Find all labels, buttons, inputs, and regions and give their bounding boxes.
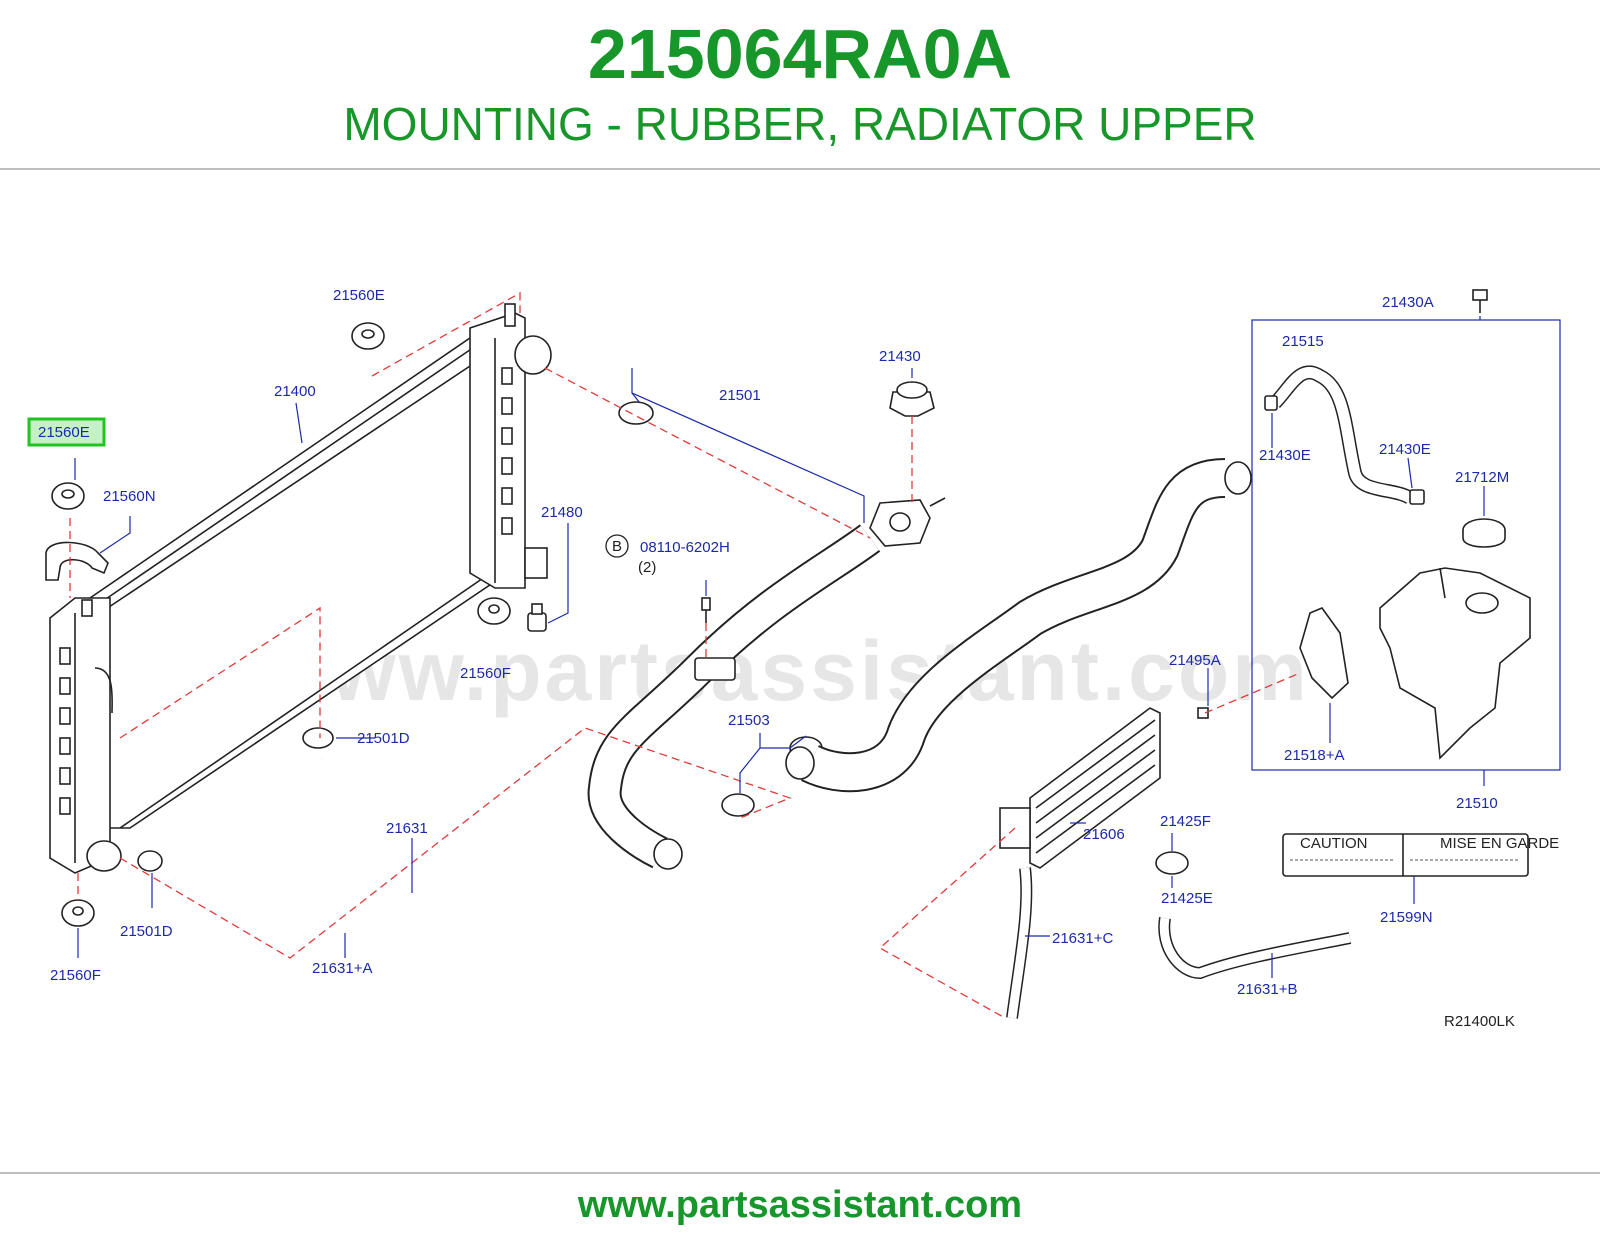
parts-diagram: www.partsassistant.com xyxy=(0,268,1600,1068)
label-21560N[interactable]: 21560N xyxy=(103,488,156,505)
part-number-title: 215064RA0A xyxy=(587,15,1013,93)
label-21495A[interactable]: 21495A xyxy=(1169,652,1221,669)
reservoir-cap-21712M xyxy=(1462,518,1506,548)
connection-lines xyxy=(69,291,1301,1019)
clip-21430E-a xyxy=(1264,395,1278,411)
lower-hose xyxy=(785,458,1252,793)
footer-divider xyxy=(0,1172,1600,1174)
caution-label-21599N: CAUTION MISE EN GARDE xyxy=(1282,833,1559,877)
label-21430A[interactable]: 21430A xyxy=(1382,294,1434,311)
part-description-subtitle: MOUNTING - RUBBER, RADIATOR UPPER xyxy=(343,98,1257,150)
page-header: 215064RA0A MOUNTING - RUBBER, RADIATOR U… xyxy=(0,0,1600,168)
radiator-cap-21430 xyxy=(889,381,935,417)
reservoir-group-box xyxy=(1251,319,1561,771)
caution-label-right-title: MISE EN GARDE xyxy=(1440,835,1559,852)
clamp-21501D-b xyxy=(137,850,163,872)
bracket-21560N xyxy=(45,541,109,581)
label-bolt-quantity: (2) xyxy=(638,559,656,576)
label-21430[interactable]: 21430 xyxy=(879,348,921,365)
hose-21631C-fill xyxy=(1007,867,1031,1019)
label-21501D-a[interactable]: 21501D xyxy=(357,730,410,747)
leader-lines xyxy=(74,316,1485,978)
label-21631C[interactable]: 21631+C xyxy=(1052,930,1113,947)
label-21599N[interactable]: 21599N xyxy=(1380,909,1433,926)
clamp-21503-a xyxy=(721,793,755,817)
reservoir-tank-21510 xyxy=(1379,567,1531,760)
label-21560E-highlighted[interactable]: 21560E xyxy=(38,424,90,441)
label-21712M[interactable]: 21712M xyxy=(1455,469,1509,486)
header-divider xyxy=(0,168,1600,170)
label-21560F-bottom[interactable]: 21560F xyxy=(50,967,101,984)
label-21631B[interactable]: 21631+B xyxy=(1237,981,1297,998)
label-21425F[interactable]: 21425F xyxy=(1160,813,1211,830)
watermark-text: www.partsassistant.com xyxy=(261,624,1310,718)
label-21425E[interactable]: 21425E xyxy=(1161,890,1213,907)
bolt-21430A xyxy=(1472,289,1488,313)
label-21518A[interactable]: 21518+A xyxy=(1284,747,1344,764)
highlight-box xyxy=(27,417,106,447)
bolt-21495A xyxy=(1197,707,1209,719)
bolt-08110-6202H xyxy=(701,597,711,623)
label-21606[interactable]: 21606 xyxy=(1083,826,1125,843)
label-21480[interactable]: 21480 xyxy=(541,504,583,521)
reference-circle-b xyxy=(605,534,629,558)
hose-bracket xyxy=(694,657,736,681)
hose-21631A-fill xyxy=(171,873,347,939)
label-21560F-mid[interactable]: 21560F xyxy=(460,665,511,682)
label-21501D-b[interactable]: 21501D xyxy=(120,923,173,940)
diagram-canvas: www.partsassistant.com xyxy=(27,287,1561,1030)
label-21631[interactable]: 21631 xyxy=(386,820,428,837)
oil-cooler-21606 xyxy=(999,707,1161,869)
label-21430E-b[interactable]: 21430E xyxy=(1379,441,1431,458)
hose-21631B-fill xyxy=(1159,917,1351,978)
bracket-21518A xyxy=(1299,607,1349,700)
diagram-code: R21400LK xyxy=(1444,1013,1515,1030)
rubber-mount-21560E-top xyxy=(351,322,385,350)
label-21400[interactable]: 21400 xyxy=(274,383,316,400)
upper-hose-21501 xyxy=(587,401,946,870)
label-21560E-top[interactable]: 21560E xyxy=(333,287,385,304)
label-21631A[interactable]: 21631+A xyxy=(312,960,372,977)
clamp-21425F xyxy=(1155,851,1189,875)
label-21503[interactable]: 21503 xyxy=(728,712,770,729)
hose-21515 xyxy=(1269,365,1414,505)
caution-label-left-title: CAUTION xyxy=(1300,835,1368,852)
hose-21631-fill xyxy=(311,753,533,909)
label-bolt-circle: B xyxy=(612,538,622,555)
label-21501[interactable]: 21501 xyxy=(719,387,761,404)
clamp-21501D-a xyxy=(302,727,334,749)
label-21430E-a[interactable]: 21430E xyxy=(1259,447,1311,464)
footer-url[interactable]: www.partsassistant.com xyxy=(577,1184,1023,1226)
label-21510[interactable]: 21510 xyxy=(1456,795,1498,812)
rubber-mount-21560E-left xyxy=(51,482,85,510)
radiator-core xyxy=(49,303,552,874)
rubber-mount-21560F-bottom xyxy=(61,899,95,927)
label-21515[interactable]: 21515 xyxy=(1282,333,1324,350)
label-bolt-08110-6202H[interactable]: 08110-6202H xyxy=(640,539,730,556)
rubber-mount-21560F-mid xyxy=(477,597,511,625)
drain-plug-21480 xyxy=(527,603,547,632)
clip-21430E-b xyxy=(1409,489,1425,505)
